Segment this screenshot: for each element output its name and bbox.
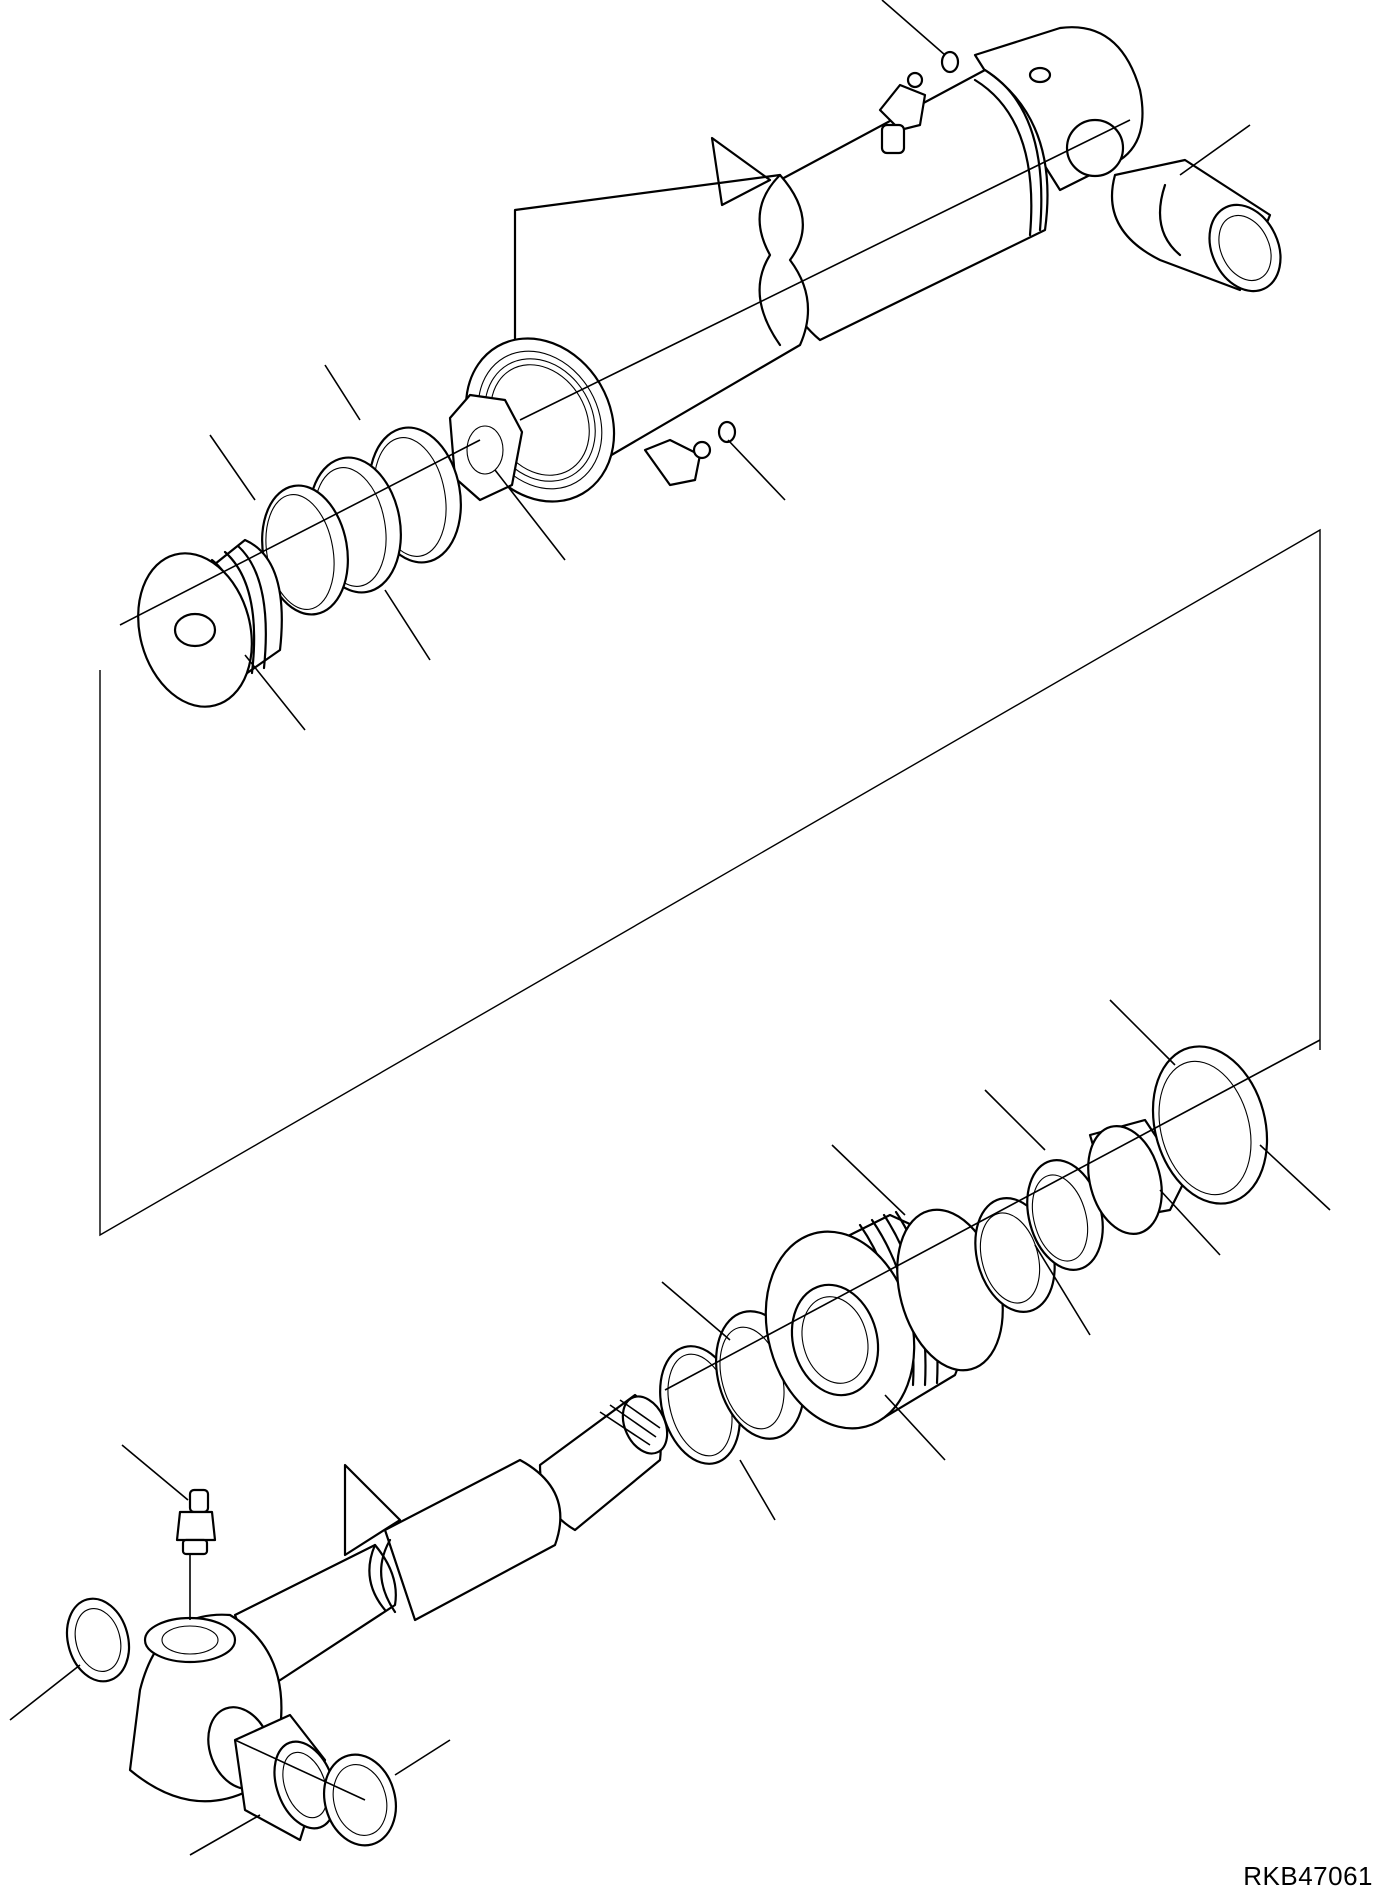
piston-rod: [235, 1389, 676, 1690]
piston: [122, 540, 282, 720]
dust-wiper: [1136, 1033, 1284, 1216]
dust-seal-left: [58, 1592, 138, 1689]
o-ring-lower: [719, 422, 735, 442]
alignment-frame: [100, 530, 1320, 1235]
dust-seal-right: [314, 1747, 405, 1854]
tube-bushing: [1112, 160, 1294, 303]
piston-seal-rings: [252, 420, 471, 621]
eye-bushing: [235, 1715, 347, 1840]
center-axis-lines: [120, 120, 1320, 1800]
cylinder-tube: [437, 27, 1143, 528]
drawing-code-label: RKB47061: [1243, 1861, 1373, 1891]
piston-nut: [450, 395, 522, 500]
o-ring-upper: [942, 52, 958, 72]
grease-nipple: [177, 1490, 215, 1554]
leader-lines: [10, 0, 1330, 1855]
